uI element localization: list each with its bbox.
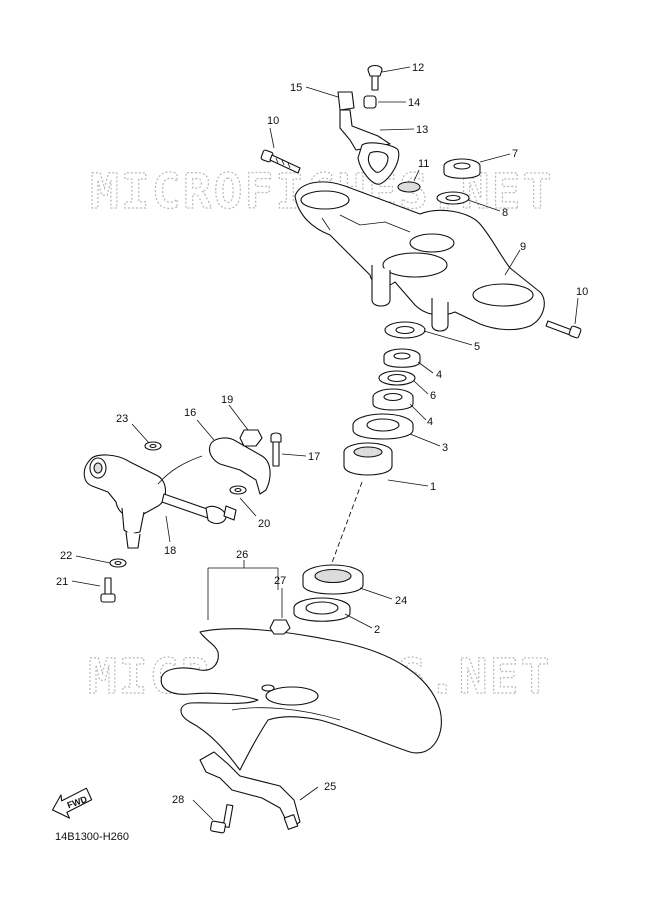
callout-8: 8	[502, 207, 508, 219]
callout-26: 26	[236, 549, 248, 561]
lock-washer-5	[384, 321, 426, 339]
callout-5: 5	[474, 341, 480, 353]
upper-bracket	[294, 181, 545, 332]
cover-3	[352, 413, 414, 440]
callout-17: 17	[308, 451, 320, 463]
callout-14: 14	[408, 97, 420, 109]
callout-20: 20	[258, 518, 270, 530]
washer-22	[109, 558, 127, 568]
leader-lines	[71, 66, 579, 821]
bracket-25	[199, 751, 301, 830]
bolt-12	[367, 64, 383, 91]
bolt-17	[270, 432, 282, 467]
bearing-1	[343, 442, 393, 476]
diagram-code: 14B1300-H260	[55, 831, 129, 843]
callout-24: 24	[395, 595, 407, 607]
callout-7: 7	[512, 148, 518, 160]
callout-4-lower: 4	[427, 416, 433, 428]
fwd-label: FWD	[66, 794, 89, 811]
callout-19: 19	[221, 394, 233, 406]
bracket-13	[339, 109, 400, 185]
callout-13: 13	[416, 124, 428, 136]
bolt-28	[210, 804, 234, 834]
ring-nut-4-lower	[372, 388, 414, 411]
callout-22: 22	[60, 550, 72, 562]
nut-19	[239, 429, 263, 447]
callout-6: 6	[430, 390, 436, 402]
nut-27	[269, 619, 291, 635]
callout-3: 3	[442, 442, 448, 454]
callout-12: 12	[412, 62, 424, 74]
callout-4-upper: 4	[436, 369, 442, 381]
centerline	[329, 481, 363, 569]
bearing-24	[302, 564, 364, 595]
callout-25: 25	[324, 781, 336, 793]
main-switch-18	[83, 454, 227, 549]
bolt-small-right	[223, 505, 237, 521]
lower-bracket-26	[160, 628, 442, 771]
washer-20	[229, 485, 247, 495]
collar-14	[363, 95, 377, 109]
callout-11: 11	[418, 158, 429, 170]
callout-labels: 1 2 3 4 4 5 6 7 8 9 10 10 11 12 13 14 15…	[56, 62, 588, 806]
ring-nut-4-upper	[383, 348, 421, 368]
callout-15: 15	[290, 82, 302, 94]
callout-10-left: 10	[267, 115, 279, 127]
callout-28: 28	[172, 794, 184, 806]
bolt-21	[100, 577, 116, 603]
nut-7	[443, 158, 481, 179]
callout-1: 1	[430, 481, 436, 493]
callout-10-right: 10	[576, 286, 588, 298]
bolt-10-right	[545, 320, 582, 339]
clamp-15	[337, 91, 355, 111]
callout-2: 2	[374, 624, 380, 636]
washer-23	[144, 441, 162, 451]
rubber-washer-6	[378, 370, 416, 386]
fwd-arrow-icon: FWD	[51, 787, 93, 819]
washer-8	[436, 191, 470, 205]
callout-16: 16	[184, 407, 196, 419]
callout-21: 21	[56, 576, 68, 588]
cap-11	[397, 181, 421, 193]
seal-2	[293, 597, 351, 622]
bracket-16	[208, 437, 271, 495]
callout-9: 9	[520, 241, 526, 253]
bolt-10-left	[260, 149, 301, 174]
callout-18: 18	[164, 545, 176, 557]
callout-23: 23	[116, 413, 128, 425]
callout-27: 27	[274, 575, 286, 587]
